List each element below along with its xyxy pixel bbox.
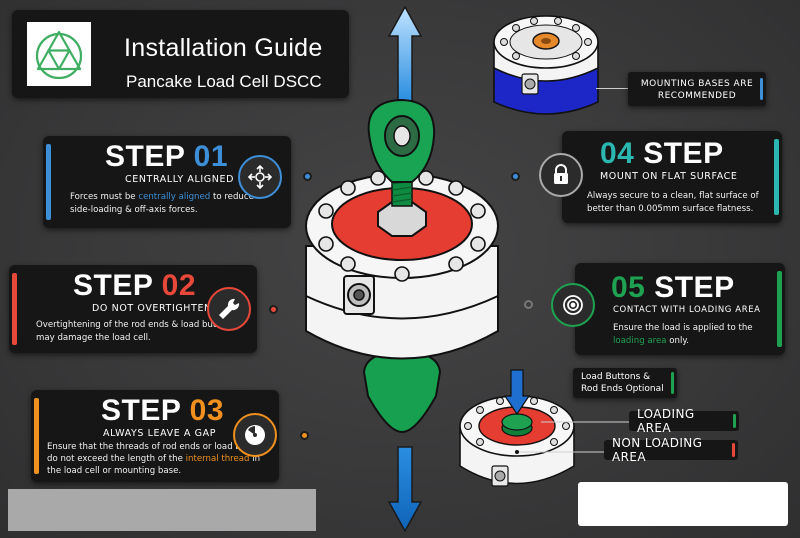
step-05-subtitle: CONTACT WITH LOADING AREA bbox=[613, 305, 761, 315]
legend-connectors bbox=[515, 421, 629, 454]
step-03-dot bbox=[300, 431, 309, 440]
step-04-description: Always secure to a clean, flat surface o… bbox=[587, 191, 759, 214]
header-panel: Installation Guide Pancake Load Cell DSC… bbox=[12, 10, 349, 98]
step-05-dot bbox=[524, 300, 533, 309]
step-02-dot bbox=[269, 305, 278, 314]
step-02-badge bbox=[207, 287, 251, 331]
loading-area-accent bbox=[733, 414, 736, 428]
step-04-title: 04 STEP bbox=[600, 137, 724, 170]
optional-callout-accent bbox=[671, 372, 674, 394]
mounting-callout-accent bbox=[760, 78, 763, 100]
non-loading-area-accent bbox=[732, 443, 735, 457]
step-04-subtitle: MOUNT ON FLAT SURFACE bbox=[600, 171, 738, 182]
triangle-logo-icon bbox=[27, 22, 91, 86]
page-title: Installation Guide bbox=[124, 34, 323, 62]
blank-white-box bbox=[578, 482, 788, 526]
gauge-icon bbox=[245, 425, 265, 445]
page-subtitle: Pancake Load Cell DSCC bbox=[126, 72, 322, 91]
step-05-description: Ensure the load is applied to the loadin… bbox=[613, 323, 753, 346]
optional-callout: Load Buttons & Rod Ends Optional bbox=[573, 368, 677, 398]
step-03-accent bbox=[34, 398, 39, 474]
mounting-base-illustration bbox=[493, 15, 599, 115]
step-04-dot bbox=[511, 172, 520, 181]
step-02-title: STEP 02 bbox=[73, 269, 197, 302]
step-01-title: STEP 01 bbox=[105, 140, 229, 173]
step-03-badge bbox=[233, 413, 277, 457]
non-loading-area-text: NON LOADING AREA bbox=[612, 436, 703, 464]
up-arrow-icon bbox=[388, 6, 422, 102]
step-04-badge bbox=[539, 153, 583, 197]
optional-callout-text: Load Buttons & Rod Ends Optional bbox=[581, 372, 664, 394]
crosshair-arrows-icon bbox=[247, 164, 273, 190]
non-loading-area-label: NON LOADING AREA bbox=[604, 436, 738, 464]
blank-grey-box bbox=[8, 489, 316, 531]
step-03-subtitle: ALWAYS LEAVE A GAP bbox=[103, 428, 217, 439]
down-arrow-icon bbox=[388, 446, 422, 532]
step-03-description: Ensure that the threads of rod ends or l… bbox=[47, 442, 269, 476]
step-02-accent bbox=[12, 273, 17, 345]
step-05-badge bbox=[551, 283, 595, 327]
target-icon bbox=[563, 295, 583, 315]
step-03-title: STEP 03 bbox=[101, 394, 225, 427]
step-01-description: Forces must be centrally aligned to redu… bbox=[70, 192, 254, 215]
step-01-badge bbox=[238, 155, 282, 199]
loading-area-text: LOADING AREA bbox=[637, 407, 695, 435]
step-01-dot bbox=[303, 172, 312, 181]
step-01-accent bbox=[46, 144, 51, 220]
wrench-icon bbox=[219, 298, 240, 319]
step-04-accent bbox=[774, 139, 779, 215]
step-05-title: 05 STEP bbox=[611, 271, 735, 304]
mounting-callout-line bbox=[596, 88, 628, 89]
step-04-panel: 04 STEP MOUNT ON FLAT SURFACE Always sec… bbox=[562, 131, 782, 223]
lock-icon bbox=[554, 164, 568, 184]
step-02-description: Overtightening of the rod ends & load bu… bbox=[36, 320, 235, 343]
mounting-callout: MOUNTING BASES ARE RECOMMENDED bbox=[628, 72, 766, 106]
mounting-callout-text: MOUNTING BASES ARE RECOMMENDED bbox=[640, 79, 754, 101]
step-05-panel: 05 STEP CONTACT WITH LOADING AREA Ensure… bbox=[575, 263, 785, 355]
loading-area-illustration bbox=[459, 369, 575, 487]
step-02-subtitle: DO NOT OVERTIGHTEN bbox=[92, 303, 212, 314]
step-01-subtitle: CENTRALLY ALIGNED bbox=[125, 174, 234, 185]
loading-area-label: LOADING AREA bbox=[629, 407, 739, 435]
step-05-accent bbox=[777, 271, 782, 347]
load-cell-illustration bbox=[305, 98, 499, 434]
